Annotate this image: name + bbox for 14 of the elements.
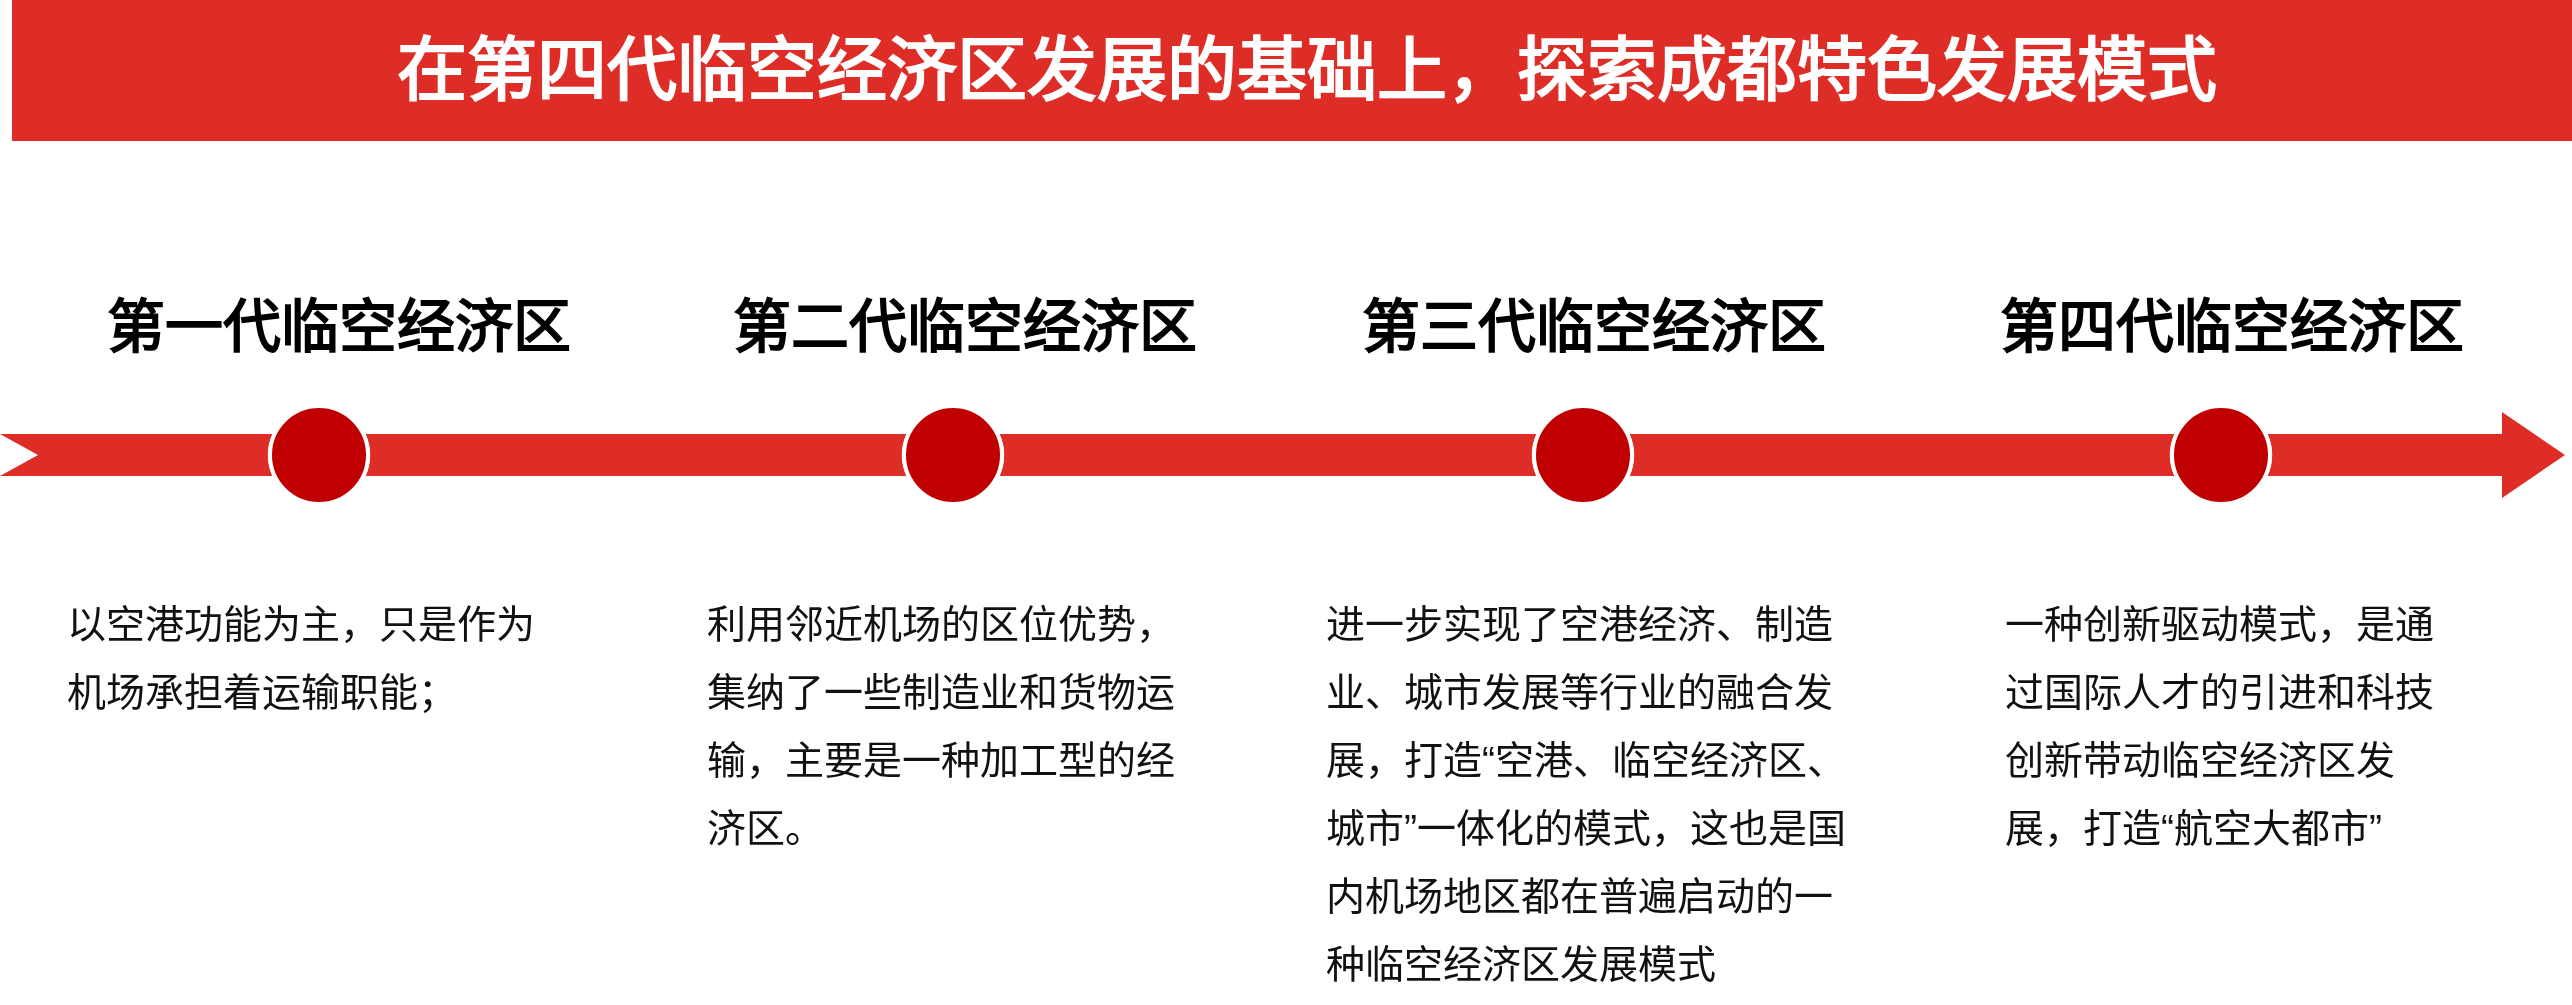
stage-description: 以空港功能为主，只是作为机场承担着运输职能； — [67, 602, 536, 716]
stage-heading: 第一代临空经济区 — [107, 298, 571, 356]
timeline-bar — [365, 434, 907, 476]
timeline-bar — [1629, 434, 2175, 476]
timeline-bar — [999, 434, 1537, 476]
timeline-bar — [0, 434, 273, 476]
stage-heading: 第四代临空经济区 — [2000, 298, 2464, 356]
stage-description: 进一步实现了空港经济、制造业、城市发展等行业的融合发展，打造“空港、临空经济区、城市”一体化的模式，这也是国内机场地区都在普遍启动的一种临空经济区发展模式 — [1326, 602, 1847, 988]
title-text: 在第四代临空经济区发展的基础上，探索成都特色发展模式 — [396, 35, 2217, 106]
stage-heading: 第二代临空经济区 — [733, 298, 1197, 356]
stage-heading: 第三代临空经济区 — [1362, 298, 1826, 356]
timeline-arrow — [2267, 412, 2565, 498]
stage-description: 一种创新驱动模式，是通过国际人才的引进和科技创新带动临空经济区发展，打造“航空大都市” — [2005, 602, 2435, 852]
stage-description: 利用邻近机场的区位优势，集纳了一些制造业和货物运输，主要是一种加工型的经济区。 — [707, 602, 1176, 852]
